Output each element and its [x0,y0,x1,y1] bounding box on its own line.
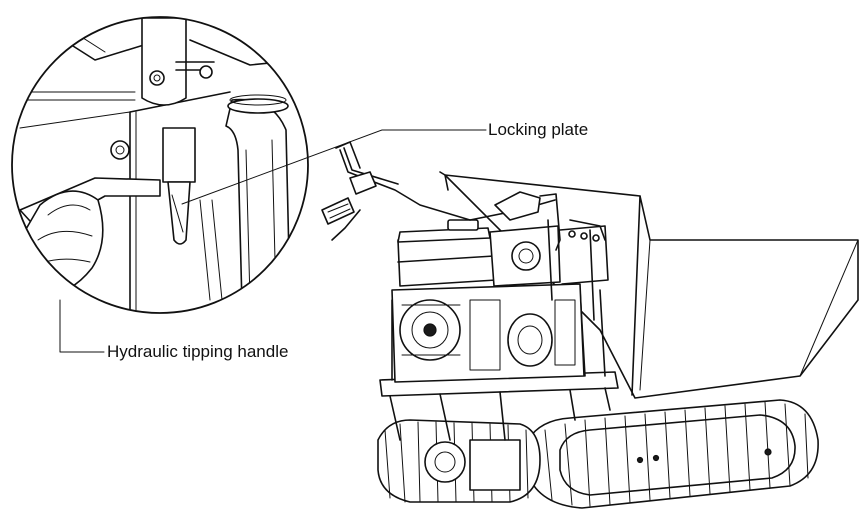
hydraulic-handle-leader [59,299,105,353]
locking-plate-label: Locking plate [488,120,589,139]
right-grip [494,191,541,221]
bolt-detail [110,140,130,160]
hydraulic-tipping-handle-label: Hydraulic tipping handle [107,342,289,361]
tracked-dumper [321,141,859,509]
pipe-detail [225,98,291,306]
leader-lines [59,129,487,353]
left-grip [321,197,355,225]
detail-magnifier [11,16,309,314]
locking-plate-leader [181,129,487,205]
locking-plate-detail [162,127,196,183]
